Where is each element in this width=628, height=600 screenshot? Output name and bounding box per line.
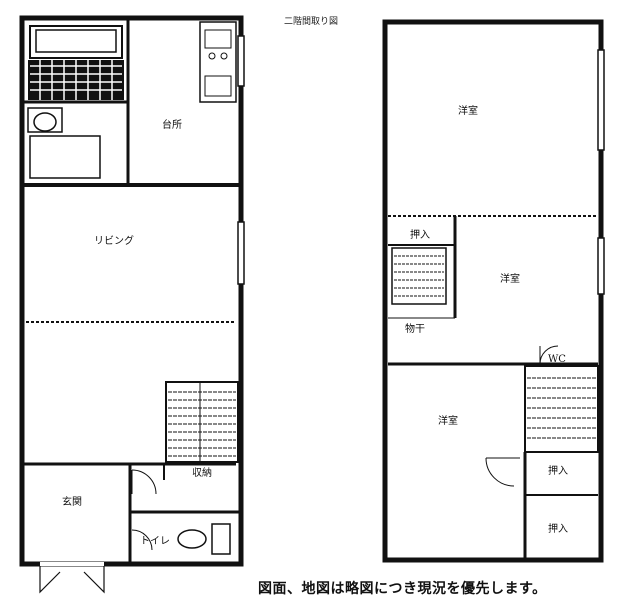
label-storage: 収納: [192, 466, 212, 479]
label-closet-right2: 押入: [548, 522, 568, 535]
label-wc: WC: [548, 354, 566, 365]
disclaimer-caption: 図面、地図は略図につき現況を優先します。: [258, 581, 547, 597]
label-toilet: トイレ: [140, 536, 170, 547]
first-floor-plan: [19, 15, 245, 594]
second-floor-plan: [382, 19, 605, 563]
label-laundry: 物干: [405, 322, 425, 335]
label-closet-upper: 押入: [410, 228, 430, 241]
label-kitchen: 台所: [162, 118, 182, 131]
bath-tile-grid: [28, 60, 124, 100]
label-room-mid: 洋室: [500, 272, 520, 285]
label-room-top: 洋室: [458, 104, 478, 117]
floor2-title: 二階間取り図: [284, 16, 338, 27]
label-entrance: 玄関: [62, 495, 82, 508]
label-closet-right1: 押入: [548, 464, 568, 477]
label-living: リビング: [94, 234, 134, 247]
label-room-bottom: 洋室: [438, 414, 458, 427]
